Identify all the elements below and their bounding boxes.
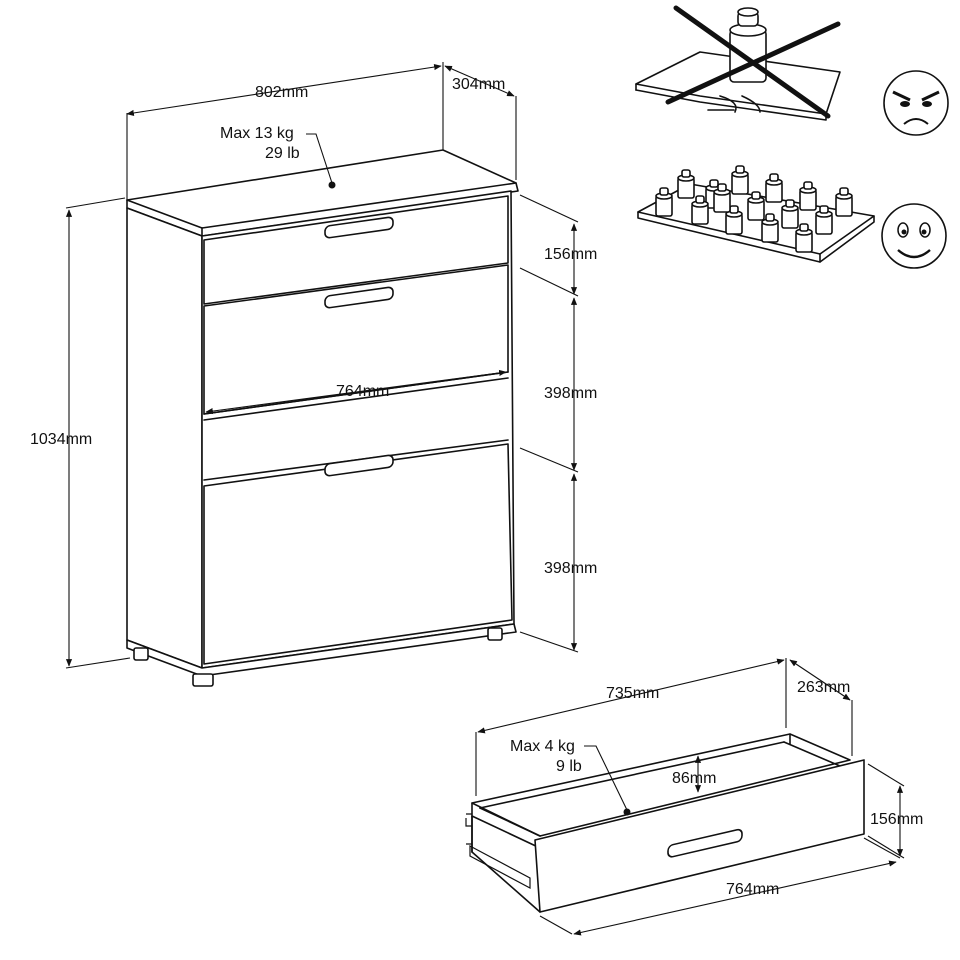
happy-face-icon [881, 203, 947, 269]
small-weight [815, 205, 833, 235]
drawer-inner-height-label: 86mm [672, 770, 716, 787]
angry-face-icon [883, 70, 949, 136]
small-weight [799, 181, 817, 211]
cabinet-height-label: 1034mm [30, 431, 92, 448]
drawer-front-width-label: 764mm [726, 881, 779, 898]
heavy-weight [729, 29, 767, 83]
compartment-height-label: 156mm [544, 246, 597, 263]
cabinet-foot [192, 673, 214, 687]
good-load-example [637, 165, 947, 269]
small-weight [713, 183, 731, 213]
drawer-depth-label: 263mm [797, 679, 850, 696]
cabinet-depth-label: 304mm [452, 76, 505, 93]
compartment-height-label: 398mm [544, 560, 597, 577]
cabinet-width-label: 802mm [255, 84, 308, 101]
flap-handle-lower [324, 454, 394, 477]
small-weight [761, 213, 779, 243]
cabinet-labels: 802mm 304mm 1034mm Max 13 kg 29 lb 764mm… [30, 76, 597, 577]
drawer-front-height-label: 156mm [870, 811, 923, 828]
small-weight [835, 187, 853, 217]
drawer-load-point [623, 808, 631, 816]
small-weight [795, 223, 813, 253]
inner-width-label: 764mm [336, 383, 389, 400]
top-load-label: Max 13 kg [220, 125, 294, 142]
drawer-handle [667, 828, 743, 858]
top-drawer-front [203, 195, 509, 305]
compartment-height-label: 398mm [544, 385, 597, 402]
load-point-marker [328, 181, 336, 189]
small-weights [655, 165, 853, 253]
small-weight [655, 187, 673, 217]
cabinet-foot [487, 627, 503, 641]
drawer-width-label: 735mm [606, 685, 659, 702]
drawer-dimensions [475, 658, 905, 936]
top-load-label-lb: 29 lb [265, 145, 300, 162]
small-weight [677, 169, 695, 199]
cabinet-foot [133, 647, 149, 661]
drawer-handle [324, 216, 394, 239]
bad-load-example [635, 5, 949, 136]
cabinet-plinth [126, 623, 517, 677]
cabinet-side-panel [126, 207, 203, 669]
shoe-cabinet [126, 149, 519, 687]
small-weight [765, 173, 783, 203]
small-weight [747, 191, 765, 221]
flap-handle-upper [324, 286, 394, 309]
small-weight [781, 199, 799, 229]
drawer-detail [465, 733, 865, 913]
cabinet-dimensions [65, 62, 579, 669]
drawer-labels: 735mm 263mm Max 4 kg 9 lb 86mm 156mm 764… [510, 679, 923, 898]
small-weight [725, 205, 743, 235]
drawer-load-label: Max 4 kg [510, 738, 575, 755]
shoe-flap-lower [203, 443, 513, 665]
small-weight [691, 195, 709, 225]
drawer-load-label-lb: 9 lb [556, 758, 582, 775]
small-weight [731, 165, 749, 195]
